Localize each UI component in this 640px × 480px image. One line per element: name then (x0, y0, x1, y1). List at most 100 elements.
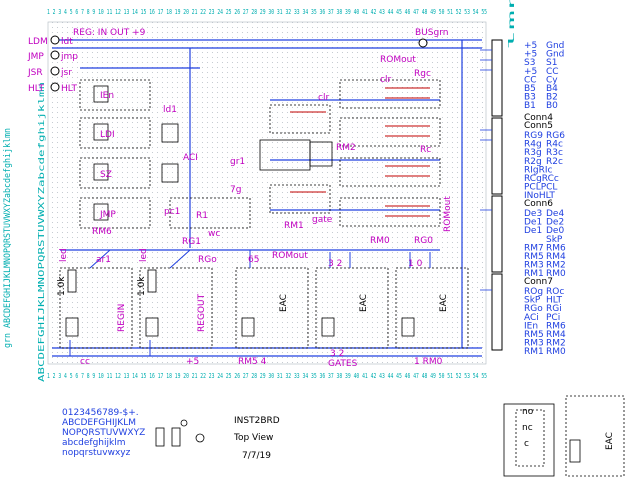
module-3-side: EAC (279, 294, 289, 312)
led-jmp-side: jmp (60, 52, 78, 62)
conn-3-row-5-right: RM4 (546, 330, 566, 340)
bottom-blue-leads (69, 249, 431, 356)
conn-2-row-1-right: De2 (546, 218, 564, 228)
relay-rg1-label: RG1 (182, 237, 201, 247)
module-2-top: RGo (198, 255, 217, 265)
bottom-romout-label: ROMout (272, 251, 308, 261)
conn-1-row-3-left: R2g (524, 157, 542, 167)
conn-0-row-7-left: B1 (524, 101, 536, 111)
conn-name-0: Conn4 (524, 113, 553, 123)
conn-3-row-1-left: SkP (524, 296, 541, 306)
left-ruler-outer: grn ABCDEFGHIJKLMNOPQRSTUVWXYZabcdefghij… (3, 128, 13, 348)
led-jsr-icon (50, 66, 60, 76)
module-2-bottom: +5 (186, 357, 199, 367)
conn-2-row-4-left: RM7 (524, 243, 544, 253)
module-1-bottom: cc (80, 357, 90, 367)
relay-ien-label: IEn (100, 91, 114, 101)
conn-3-row-6-right: RM2 (546, 339, 566, 349)
conn-3-row-5-left: RM5 (524, 330, 544, 340)
conn-0-row-6-left: B3 (524, 93, 536, 103)
bus-led-icon (418, 38, 428, 48)
module-1-led: led (59, 248, 69, 262)
conn-3-row-2-left: RGo (524, 304, 543, 314)
conn-2-row-3-right: SkP (546, 235, 563, 245)
left-led-group: LDM ldt JMP jmp JSR jsr HLT HLT (27, 35, 78, 94)
conn-0-row-2-right: S1 (546, 58, 557, 68)
conn-1-row-1-left: R4g (524, 140, 542, 150)
conn4-side-label: lmn (507, 0, 516, 50)
conn-2-row-7-left: RM1 (524, 269, 544, 279)
module-4-bottom: 3 2 (330, 349, 344, 359)
left-relay-column (79, 79, 251, 229)
led-jsr-label: JSR (27, 68, 43, 78)
charset-line-3: NOPQRSTUVWXYZ (62, 428, 145, 438)
legend-nc: nc (522, 423, 533, 433)
conn-0-row-3-left: +5 (524, 67, 537, 77)
conn-2-row-4-right: RM6 (546, 243, 566, 253)
relay-gr1-label: gr1 (230, 157, 245, 167)
conn-3-row-7-right: RM0 (546, 347, 566, 357)
module-4-top: 3 2 (328, 259, 342, 269)
conn-3-row-2-right: RGi (546, 304, 562, 314)
bottom-gates-label: GATES (328, 359, 358, 369)
conn-1-row-2-left: R3g (524, 148, 542, 158)
conn-1-row-4-left: RIgRIc (524, 165, 553, 175)
relay-rm0-label: RM0 (370, 236, 390, 246)
relay-clr1-label: clr (318, 93, 329, 103)
relay-rg0-label: RG0 (414, 236, 433, 246)
conn-name-1: Conn5 (524, 121, 553, 131)
conn-2-row-6-right: RM2 (546, 261, 566, 271)
module-2-res: 1.0k (137, 276, 147, 296)
module-5-side: EAC (439, 294, 449, 312)
conn-1-row-5-left: RCgRCc (524, 174, 559, 184)
legend-relay (503, 395, 625, 477)
led-hlt-label: HLT (28, 84, 45, 94)
conn-1-row-0-left: RG9 (524, 131, 543, 141)
relay-romout-label: ROMout (380, 55, 416, 65)
conn-2-row-0-left: De3 (524, 209, 542, 219)
conn-3-row-0-right: ROc (546, 287, 564, 297)
title-block-view: Top View (233, 433, 273, 443)
module-1-side: REGIN (117, 304, 127, 332)
relay-romout-vert-label: ROMout (443, 196, 453, 232)
conn-0-row-6-right: B2 (546, 93, 558, 103)
conn-0-row-2-left: S3 (524, 58, 535, 68)
led-hlt-icon (50, 82, 60, 92)
module-5-bottom: 1 RM0 (414, 357, 443, 367)
power-rails (52, 39, 482, 357)
led-hlt-side: HLT (61, 84, 78, 94)
conn6-header (491, 195, 503, 273)
conn-3-row-4-right: RM6 (546, 321, 566, 331)
conn-3-row-3-right: PCi (546, 313, 560, 323)
led-ldm-label: LDM (28, 37, 48, 47)
conn-3-row-7-left: RM1 (524, 347, 544, 357)
relay-rm2-label: RM2 (336, 143, 356, 153)
relay-aci-label: ACI (183, 153, 198, 163)
led-jmp-label: JMP (27, 52, 44, 62)
center-red-traces (290, 87, 430, 217)
conn-2-row-0-right: De4 (546, 209, 564, 219)
conn-0-row-0-right: Gnd (546, 41, 564, 51)
conn-1-row-6-left: PCLPCL (524, 183, 557, 193)
led-jsr-side: jsr (60, 68, 72, 78)
charset-line-5: nopqrstuvwxyz (62, 448, 131, 458)
conn-0-row-0-left: +5 (524, 41, 537, 51)
led-ldm-side: ldt (61, 37, 73, 47)
conn-1-row-2-right: R3c (546, 148, 563, 158)
charset-sample: 0123456789-$+. ABCDEFGHIJKLM NOPQRSTUVWX… (62, 408, 145, 458)
relay-r1-label: R1 (196, 211, 208, 221)
led-jmp-icon (50, 50, 60, 60)
relay-gate-label: gate (312, 215, 333, 225)
conn-2-row-6-left: RM3 (524, 261, 544, 271)
relay-wc-label: wc (208, 229, 220, 239)
relay-rm1-label: RM1 (284, 221, 304, 231)
conn-3-row-4-left: IEn (524, 321, 538, 331)
bottom-ruler: 1 2 3 4 5 6 7 8 9 10 11 12 13 14 15 16 1… (47, 372, 487, 380)
legend-eac: EAC (605, 432, 615, 450)
breadboard-grid (48, 22, 486, 364)
right-connectors (480, 39, 503, 351)
conn-2-row-1-left: De1 (524, 218, 542, 228)
conn-0-row-4-right: Cy (546, 75, 558, 85)
conn-2-row-5-right: RM4 (546, 252, 566, 262)
